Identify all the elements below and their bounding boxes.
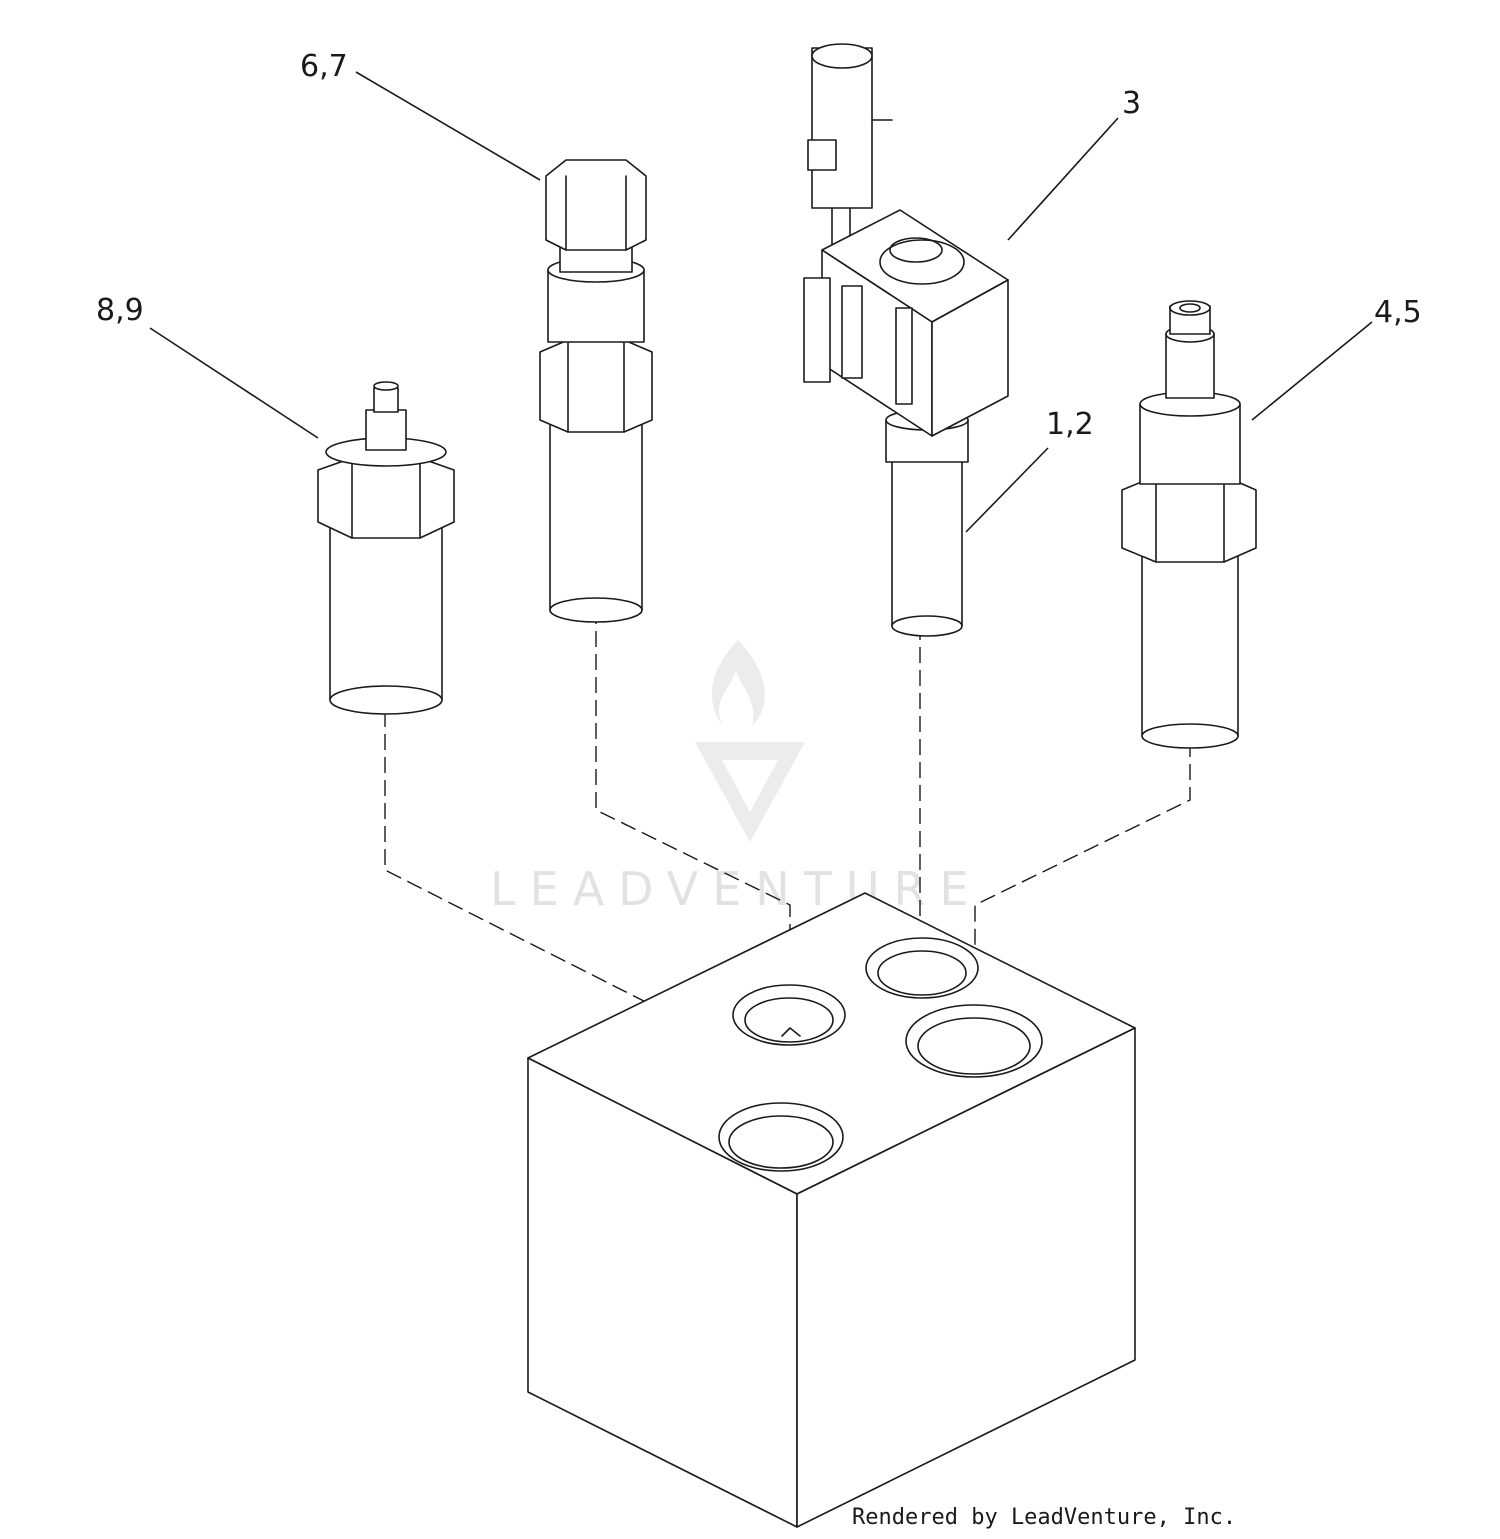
pressure-switch-part[interactable] [539,159,653,623]
solenoid-coil-part[interactable] [803,43,1009,437]
render-credit: Rendered by LeadVenture, Inc. [852,1505,1236,1530]
callout-4-5: 4,5 [1374,295,1422,330]
leader-line-6-7 [355,71,541,181]
leader-line-1-2 [965,447,1049,533]
leader-line-3 [1007,117,1119,241]
callout-6-7: 6,7 [300,49,348,84]
watermark: LEADVENTURE [490,640,983,916]
port-hole [905,1004,1043,1078]
callout-8-9: 8,9 [96,293,144,328]
watermark-flame-icon [711,640,765,726]
temperature-sender-part[interactable] [317,381,455,715]
port-hole [865,937,979,999]
manifold-block [527,892,1136,1528]
leader-line-8-9 [149,327,319,439]
leader-lines [149,71,1373,533]
pressure-sender-part[interactable] [1121,300,1257,749]
port-hole [732,984,846,1046]
leader-line-4-5 [1251,321,1373,421]
port-hole [718,1102,844,1172]
watermark-v-logo-icon [695,742,805,842]
watermark-text: LEADVENTURE [490,862,983,916]
callout-3: 3 [1122,86,1141,121]
callout-1-2: 1,2 [1046,407,1094,442]
solenoid-valve-part[interactable] [885,409,969,637]
